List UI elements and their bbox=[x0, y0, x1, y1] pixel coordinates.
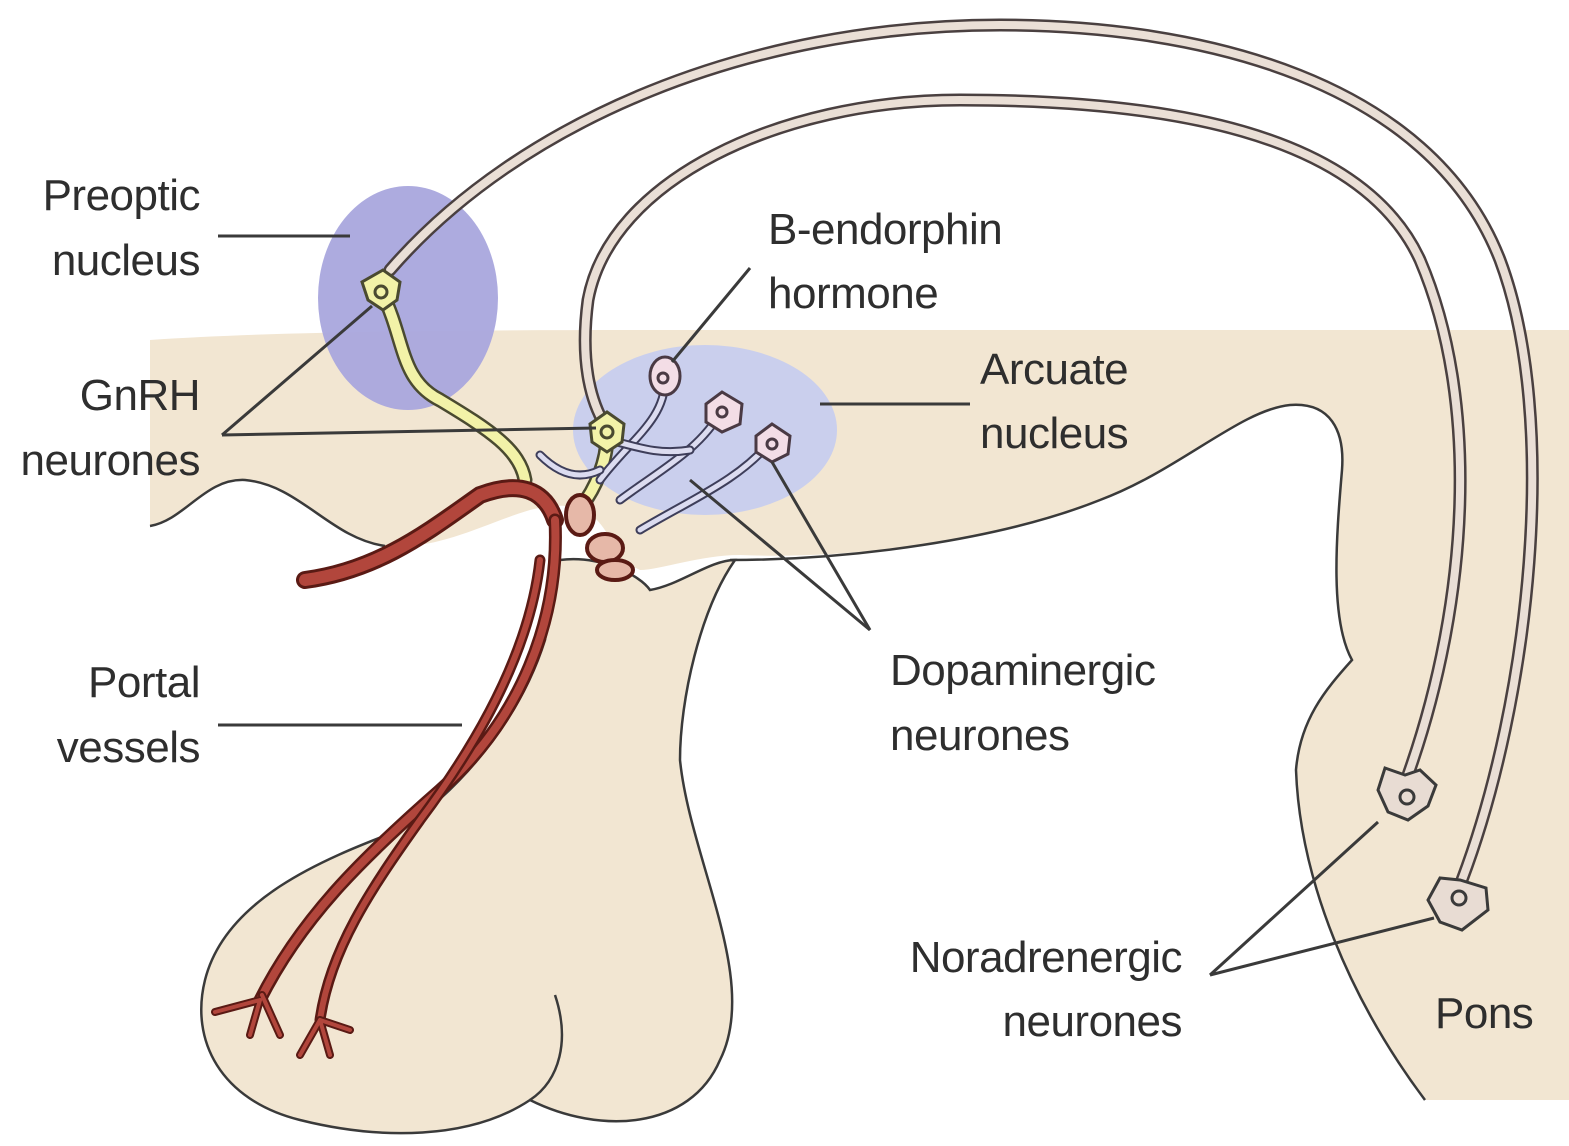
label-preoptic-1: Preoptic bbox=[43, 171, 200, 220]
label-portal-2: vessels bbox=[57, 723, 200, 772]
label-gnrh-1: GnRH bbox=[80, 371, 200, 420]
pituitary-gland bbox=[201, 559, 735, 1133]
label-gnrh-2: neurones bbox=[21, 436, 200, 485]
label-arcuate-1: Arcuate bbox=[980, 345, 1128, 394]
b-endorphin-neuron bbox=[650, 357, 680, 395]
label-arcuate-2: nucleus bbox=[980, 409, 1128, 458]
label-noradrenergic-2: neurones bbox=[1003, 997, 1182, 1046]
label-preoptic-2: nucleus bbox=[52, 236, 200, 285]
label-noradrenergic-1: Noradrenergic bbox=[910, 933, 1182, 982]
label-b-endorphin-1: B-endorphin bbox=[768, 205, 1002, 254]
label-dopaminergic-2: neurones bbox=[890, 711, 1069, 760]
label-portal-1: Portal bbox=[88, 658, 200, 707]
label-dopaminergic-1: Dopaminergic bbox=[890, 646, 1155, 695]
label-pons: Pons bbox=[1435, 989, 1533, 1038]
label-b-endorphin-2: hormone bbox=[768, 269, 938, 318]
